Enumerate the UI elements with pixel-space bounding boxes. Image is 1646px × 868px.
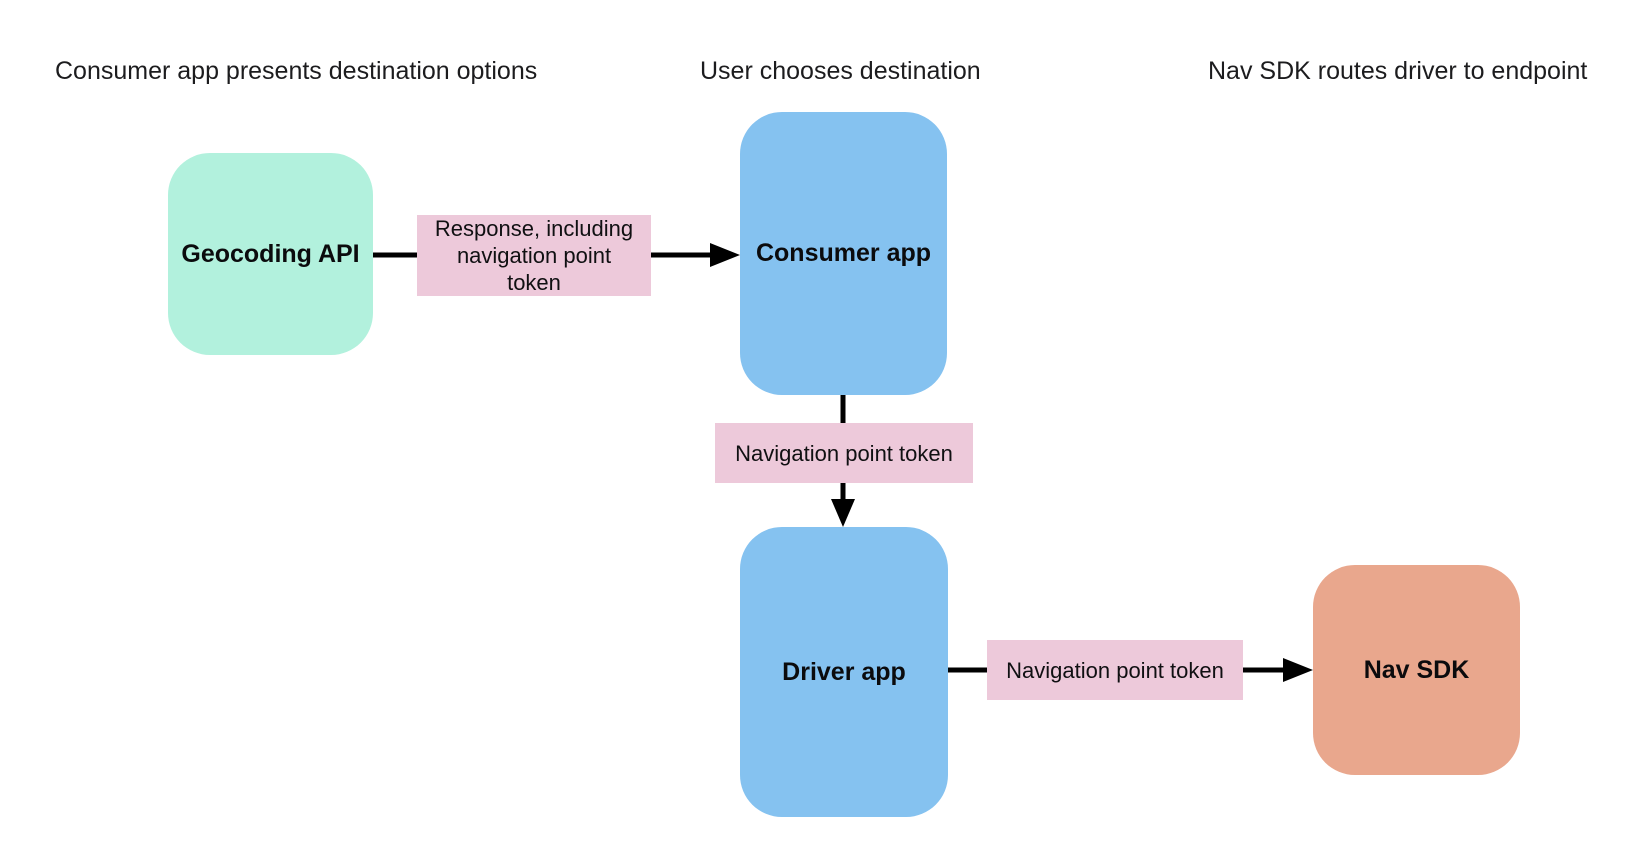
node-nav-sdk-label: Nav SDK bbox=[1363, 655, 1470, 684]
node-driver-app: Driver app bbox=[740, 527, 948, 817]
column-title-navsdk-routes: Nav SDK routes driver to endpoint bbox=[1208, 57, 1588, 85]
node-geocoding-api: Geocoding API bbox=[168, 153, 373, 355]
edge-label-response-including-token: Response, including navigation point tok… bbox=[417, 215, 651, 296]
edge-label-navigation-point-token-horizontal: Navigation point token bbox=[987, 640, 1243, 700]
node-geocoding-api-label: Geocoding API bbox=[181, 239, 360, 268]
column-title-user-chooses: User chooses destination bbox=[700, 57, 981, 85]
column-title-consumer-presents: Consumer app presents destination option… bbox=[55, 57, 538, 85]
edge-label-navigation-point-token-vertical: Navigation point token bbox=[715, 423, 973, 483]
node-consumer-app-label: Consumer app bbox=[755, 239, 932, 267]
node-nav-sdk: Nav SDK bbox=[1313, 565, 1520, 775]
node-consumer-app: Consumer app bbox=[740, 112, 947, 395]
node-driver-app-label: Driver app bbox=[782, 657, 906, 686]
